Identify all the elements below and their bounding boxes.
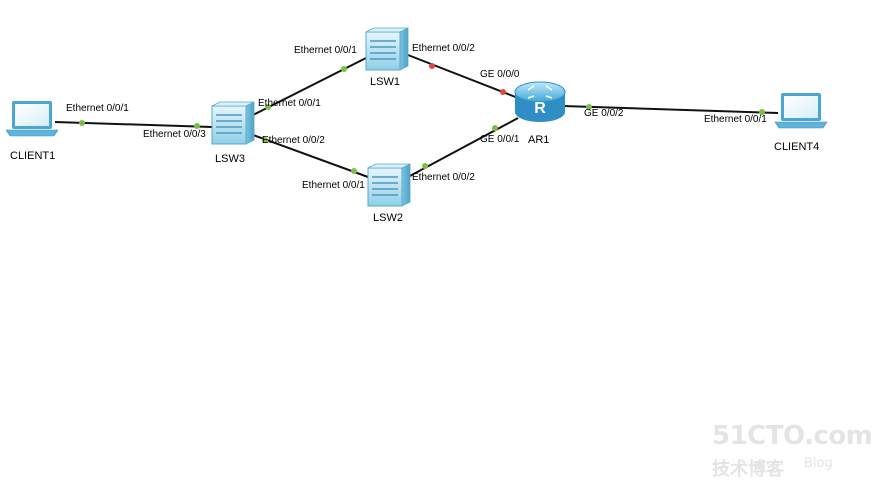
client1-laptop-icon[interactable] <box>5 101 59 137</box>
link-lsw3-lsw2[interactable] <box>252 134 369 178</box>
link-client1-lsw3[interactable] <box>54 121 213 128</box>
port-dot-ar1-ge001 <box>492 125 498 131</box>
port-dot-lsw2-e001 <box>351 168 357 174</box>
port-dot-ar1-ge002 <box>586 104 592 110</box>
port-label-lsw2-e001: Ethernet 0/0/1 <box>302 180 365 191</box>
ar1-router-icon[interactable]: R <box>514 81 566 122</box>
port-label-lsw3-e002: Ethernet 0/0/2 <box>262 135 325 146</box>
port-dot-lsw1-e002 <box>429 63 435 69</box>
device-label-lsw3: LSW3 <box>215 153 245 165</box>
port-label-lsw3-e001: Ethernet 0/0/1 <box>258 98 321 109</box>
port-dot-lsw3-e002 <box>262 137 268 143</box>
port-dot-client4-e001 <box>759 109 765 115</box>
port-label-ar1-ge000: GE 0/0/0 <box>480 69 520 80</box>
client4-laptop-icon[interactable] <box>774 93 828 129</box>
lsw1-switch-icon[interactable] <box>365 27 409 71</box>
port-dot-lsw1-e001 <box>341 66 347 72</box>
port-dot-client1-e001 <box>79 120 85 126</box>
port-label-lsw3-e003: Ethernet 0/0/3 <box>143 129 206 140</box>
topology-canvas: R <box>5 27 828 207</box>
port-dot-lsw3-e003 <box>194 123 200 129</box>
device-label-lsw1: LSW1 <box>370 76 400 88</box>
link-lsw1-ar1[interactable] <box>407 54 519 99</box>
port-label-client1-e001: Ethernet 0/0/1 <box>66 103 129 114</box>
port-dot-lsw3-e001 <box>265 104 271 110</box>
port-label-lsw2-e002: Ethernet 0/0/2 <box>412 172 475 183</box>
device-label-client1: CLIENT1 <box>10 150 56 162</box>
watermark-blog: Blog <box>804 456 833 471</box>
link-ar1-client4[interactable] <box>562 105 779 114</box>
port-label-ar1-ge001: GE 0/0/1 <box>480 134 520 145</box>
lsw3-switch-icon[interactable] <box>211 101 255 145</box>
device-label-lsw2: LSW2 <box>373 212 403 224</box>
svg-text:R: R <box>534 100 546 117</box>
port-dot-lsw2-e002 <box>422 163 428 169</box>
device-label-client4: CLIENT4 <box>774 141 820 153</box>
port-dot-ar1-ge000 <box>500 89 506 95</box>
port-label-client4-e001: Ethernet 0/0/1 <box>704 114 767 125</box>
watermark-brand: 51CTO.com <box>712 421 872 451</box>
link-lsw3-lsw1[interactable] <box>252 56 369 116</box>
port-label-ar1-ge002: GE 0/0/2 <box>584 108 624 119</box>
device-label-ar1: AR1 <box>528 134 550 146</box>
port-label-lsw1-e001: Ethernet 0/0/1 <box>294 45 357 56</box>
watermark-sub: 技术博客 <box>712 459 784 480</box>
lsw2-switch-icon[interactable] <box>367 163 411 207</box>
port-label-lsw1-e002: Ethernet 0/0/2 <box>412 43 475 54</box>
